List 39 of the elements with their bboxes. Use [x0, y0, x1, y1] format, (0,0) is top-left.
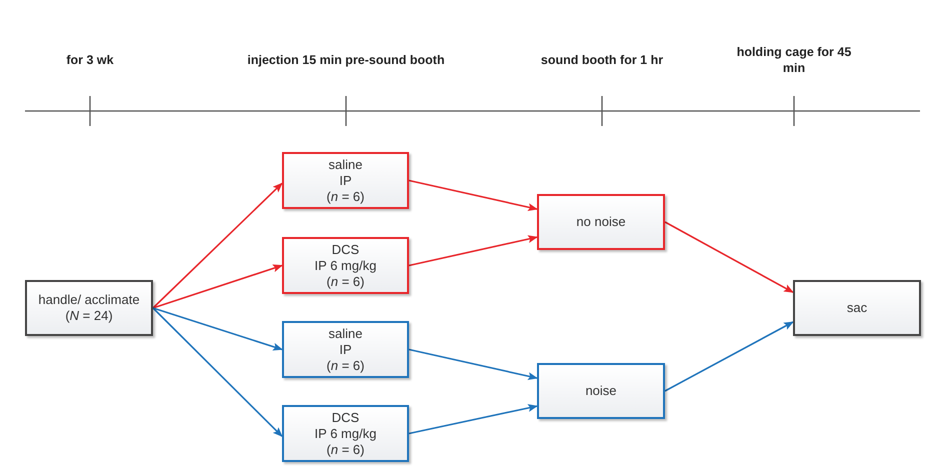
box-text: noise: [585, 383, 617, 399]
timeline-label: injection 15 min pre-sound booth: [246, 52, 446, 68]
process-box: [537, 363, 665, 419]
process-box: [282, 405, 409, 462]
box-text: saline: [328, 156, 362, 172]
timeline-label: sound booth for 1 hr: [540, 52, 664, 68]
arrow: [408, 235, 538, 266]
timeline-label: for 3 wk: [65, 52, 115, 68]
box-text: sac: [846, 300, 868, 316]
process-box: [793, 280, 921, 336]
process-box: [282, 237, 409, 294]
timeline-label: holding cage for 45 min: [736, 44, 852, 76]
arrow: [664, 321, 794, 392]
box-text: no noise: [576, 214, 626, 230]
box-text: (n = 6): [326, 358, 364, 374]
arrow: [664, 221, 794, 294]
arrow: [408, 180, 538, 212]
box-text: DCS: [332, 410, 360, 426]
process-box: [282, 152, 409, 209]
arrow: [152, 182, 283, 309]
arrow: [152, 264, 283, 309]
box-text: saline: [328, 326, 362, 342]
box-text: IP: [339, 172, 352, 188]
box-text: (N = 24): [65, 308, 113, 324]
process-box: [25, 280, 153, 336]
box-text: handle/ acclimate: [38, 292, 140, 308]
box-text: DCS: [332, 242, 360, 258]
box-text: (n = 6): [326, 274, 364, 290]
arrow: [408, 348, 538, 380]
arrow: [152, 307, 283, 438]
process-box: [537, 194, 665, 250]
box-text: IP 6 mg/kg: [314, 426, 376, 442]
process-box: [282, 321, 409, 378]
box-text: (n = 6): [326, 442, 364, 458]
box-text: IP: [339, 342, 352, 358]
box-text: IP 6 mg/kg: [314, 258, 376, 274]
box-text: (n = 6): [326, 188, 364, 204]
arrow: [152, 307, 283, 351]
arrow: [408, 404, 538, 434]
